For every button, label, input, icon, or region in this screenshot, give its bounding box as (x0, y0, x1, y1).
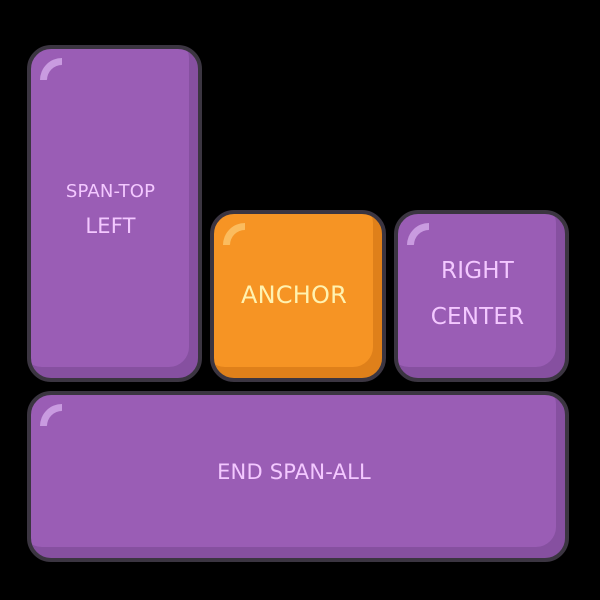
tile-end-span-all[interactable]: END SPAN-ALL (27, 391, 569, 562)
tile-label: END SPAN-ALL (217, 455, 371, 489)
tile-anchor[interactable]: ANCHOR (210, 210, 386, 382)
tile-label-line: ANCHOR (241, 281, 347, 309)
tile-span-top-left[interactable]: SPAN-TOP LEFT (27, 45, 202, 382)
tile-label-line: CENTER (430, 304, 525, 330)
tile-label-line: END SPAN-ALL (217, 459, 371, 484)
tile-right-center[interactable]: RIGHT CENTER (394, 210, 569, 382)
shine-highlight-icon (407, 223, 429, 245)
shine-highlight-icon (223, 223, 245, 245)
tile-label: ANCHOR (241, 278, 347, 312)
tile-label: SPAN-TOP LEFT (66, 175, 155, 243)
tile-label: RIGHT CENTER (431, 248, 525, 340)
shine-highlight-icon (40, 58, 62, 80)
tile-label-line: RIGHT (441, 258, 514, 284)
tile-label-line: LEFT (85, 213, 136, 238)
shine-highlight-icon (40, 404, 62, 426)
tile-label-line: SPAN-TOP (65, 180, 156, 202)
